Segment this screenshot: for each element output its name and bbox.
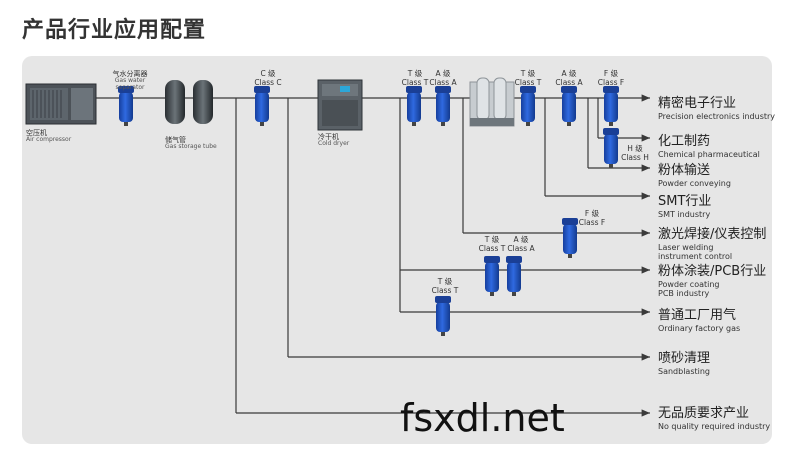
output-en-1: Laser welding xyxy=(658,242,714,252)
cold-dryer-label: 冷干机 Cold dryer xyxy=(318,133,349,148)
output-en-2: instrument control xyxy=(658,252,733,262)
output-en: Sandblasting xyxy=(658,366,711,376)
output-cn: 无品质要求产业 xyxy=(658,406,750,421)
output-en: Powder conveying xyxy=(658,178,731,188)
filter-t4-icon xyxy=(435,296,451,336)
output-en: No quality required industry xyxy=(658,421,771,431)
output-chemical-pharmaceutical: 化工制药 Chemical pharmaceutical xyxy=(658,134,760,159)
diagram-panel xyxy=(22,56,772,444)
filter-h1-icon xyxy=(603,128,619,168)
cold-dryer-cn: 冷干机 xyxy=(318,133,339,141)
output-powder-conveying: 粉体输送 Powder conveying xyxy=(658,163,731,188)
output-smt: SMT行业 SMT industry xyxy=(658,194,711,219)
filter-separator-icon xyxy=(118,86,134,126)
air-compressor-en: Air compressor xyxy=(26,136,72,144)
filter-a2-icon xyxy=(561,86,577,126)
output-en: Precision electronics industry xyxy=(658,111,776,121)
filter-f2-icon xyxy=(562,218,578,258)
separator-cn: 气水分离器 xyxy=(112,70,148,78)
output-cn: 化工制药 xyxy=(658,134,711,149)
filter-t2-icon xyxy=(520,86,536,126)
output-cn: 粉体涂装/PCB行业 xyxy=(658,264,767,279)
cold-dryer-icon xyxy=(317,79,363,131)
cold-dryer-en: Cold dryer xyxy=(318,140,350,148)
output-cn: 激光焊接/仪表控制 xyxy=(658,227,767,242)
filter-f1-icon xyxy=(603,86,619,126)
output-cn: 粉体输送 xyxy=(658,163,711,178)
page-title: 产品行业应用配置 xyxy=(22,18,207,43)
air-compressor-cn: 空压机 xyxy=(26,129,47,137)
separator-label: 气水分离器 Gas water separator xyxy=(100,70,160,92)
output-en: Chemical pharmaceutical xyxy=(658,149,760,159)
filter-t1-icon xyxy=(406,86,422,126)
output-cn: 精密电子行业 xyxy=(658,96,737,111)
filter-t3-icon xyxy=(484,256,500,296)
output-laser-welding: 激光焊接/仪表控制 Laser welding instrument contr… xyxy=(658,227,766,262)
output-en: Ordinary factory gas xyxy=(658,323,741,333)
storage-tank-cn: 储气管 xyxy=(165,136,186,144)
filter-a3-icon xyxy=(506,256,522,296)
watermark: fsxdl.net xyxy=(400,396,565,440)
output-cn: SMT行业 xyxy=(658,194,712,209)
output-powder-coating: 粉体涂装/PCB行业 Powder coating PCB industry xyxy=(658,264,766,299)
output-cn: 普通工厂用气 xyxy=(658,308,737,323)
adsorption-dryer-icon xyxy=(469,77,515,127)
storage-tank-label: 储气管 Gas storage tube xyxy=(165,136,217,151)
storage-tank-icon xyxy=(165,80,213,124)
output-factory-gas: 普通工厂用气 Ordinary factory gas xyxy=(658,308,740,333)
output-en-1: Powder coating xyxy=(658,279,720,289)
storage-tank-en: Gas storage tube xyxy=(165,143,217,151)
air-compressor-label: 空压机 Air compressor xyxy=(26,129,71,144)
output-cn: 喷砂清理 xyxy=(658,351,711,366)
air-compressor-icon xyxy=(25,83,97,125)
output-en-2: PCB industry xyxy=(658,289,710,299)
output-no-quality: 无品质要求产业 No quality required industry xyxy=(658,406,770,431)
filter-c1-icon xyxy=(254,86,270,126)
output-precision-electronics: 精密电子行业 Precision electronics industry xyxy=(658,96,775,121)
output-en: SMT industry xyxy=(658,209,711,219)
filter-a1-icon xyxy=(435,86,451,126)
output-sandblasting: 喷砂清理 Sandblasting xyxy=(658,351,710,376)
separator-en: Gas water separator xyxy=(114,77,146,91)
